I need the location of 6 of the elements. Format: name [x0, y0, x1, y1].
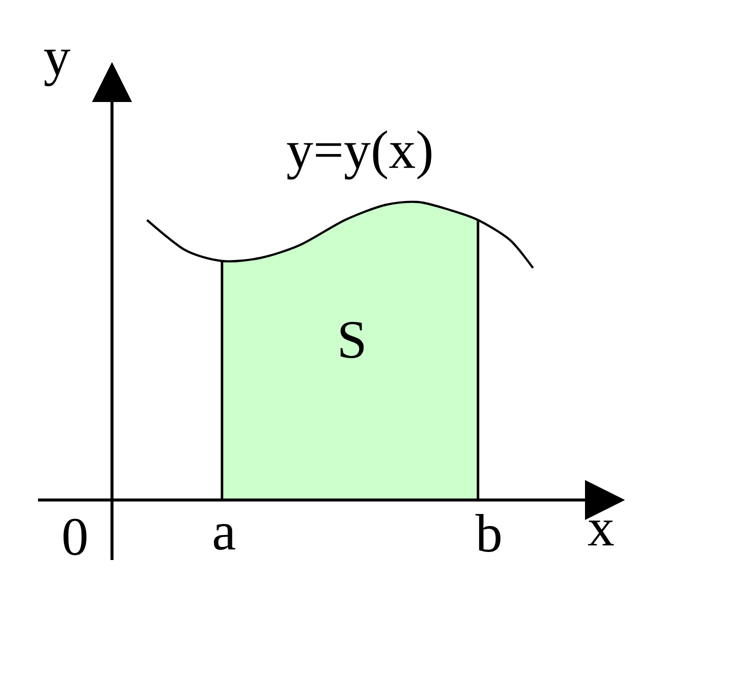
bound-label: a [214, 524, 236, 550]
shaded-area: S [220, 202, 480, 500]
bound-label: b [476, 514, 500, 552]
origin-label: 0 [64, 518, 86, 556]
axis-label: x [588, 520, 614, 546]
axis-label: y [44, 50, 70, 86]
